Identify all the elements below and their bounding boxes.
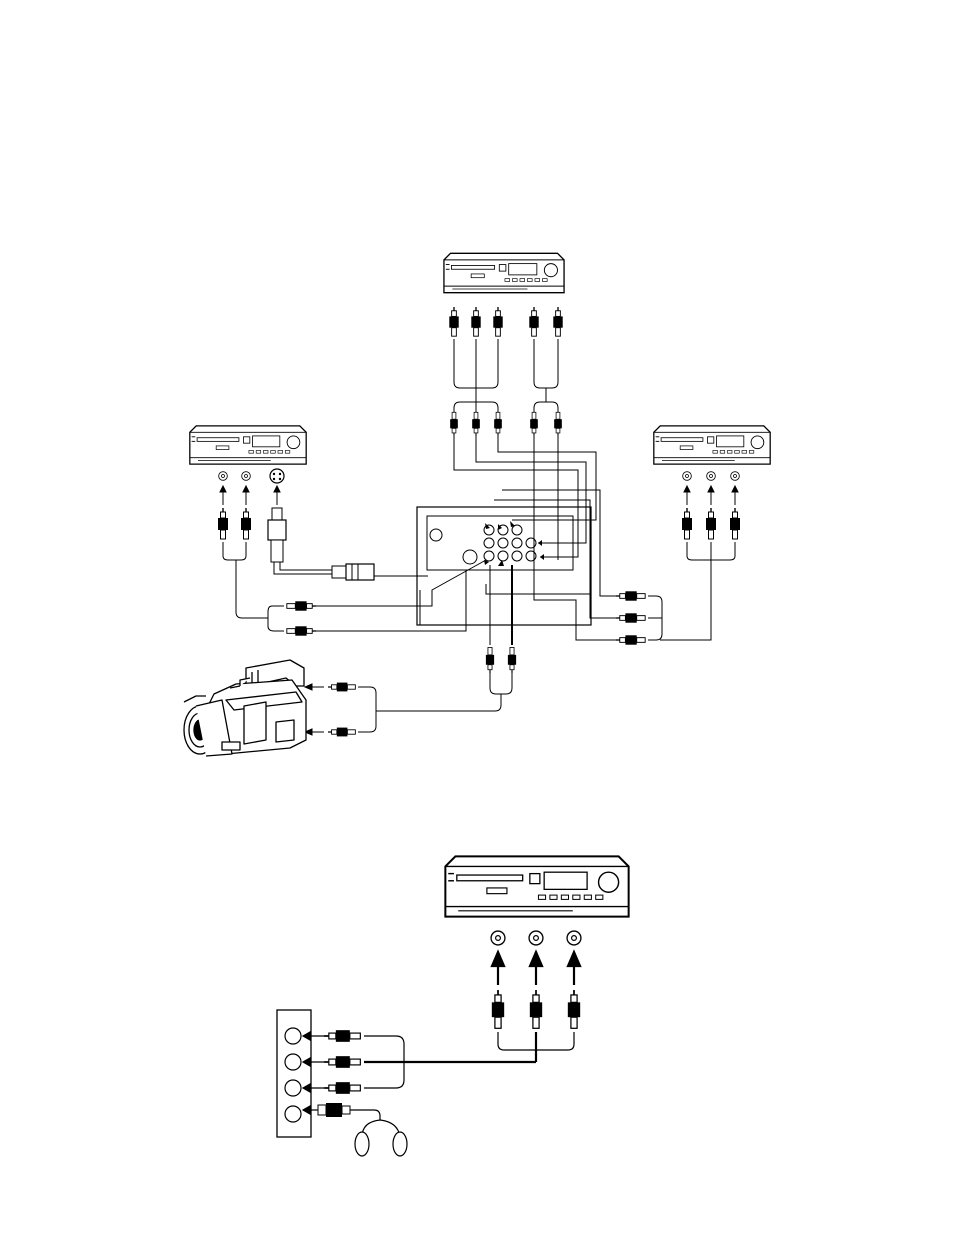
- rca-plug: [217, 507, 229, 540]
- dvd-player-bottom: [364, 855, 630, 1064]
- rca-plug: [240, 507, 252, 540]
- panel-jacks: [483, 524, 537, 562]
- dvd-player-right: [653, 425, 771, 641]
- left-player-jacks: [218, 468, 285, 484]
- left-cable-plugs: [267, 600, 317, 637]
- left-player-arrows: [219, 484, 281, 505]
- s-video-cable-plug: [331, 563, 375, 581]
- camcorder-cable-plugs: [303, 646, 517, 738]
- dvd-player-top: [443, 252, 565, 294]
- panel-wiring: [316, 436, 616, 645]
- camcorder: [183, 659, 307, 757]
- headphones: [350, 1109, 408, 1157]
- audio-video-jack-panel: [276, 1009, 312, 1138]
- right-cable-plugs: [615, 590, 663, 646]
- s-video-plug: [267, 507, 287, 563]
- panel-arrows: [484, 521, 544, 566]
- jack-panel-plugs: [301, 1029, 405, 1117]
- bottom-rca-plugs: [490, 989, 582, 1030]
- top-player-cables: [448, 306, 564, 437]
- dvd-player-left: [189, 425, 428, 619]
